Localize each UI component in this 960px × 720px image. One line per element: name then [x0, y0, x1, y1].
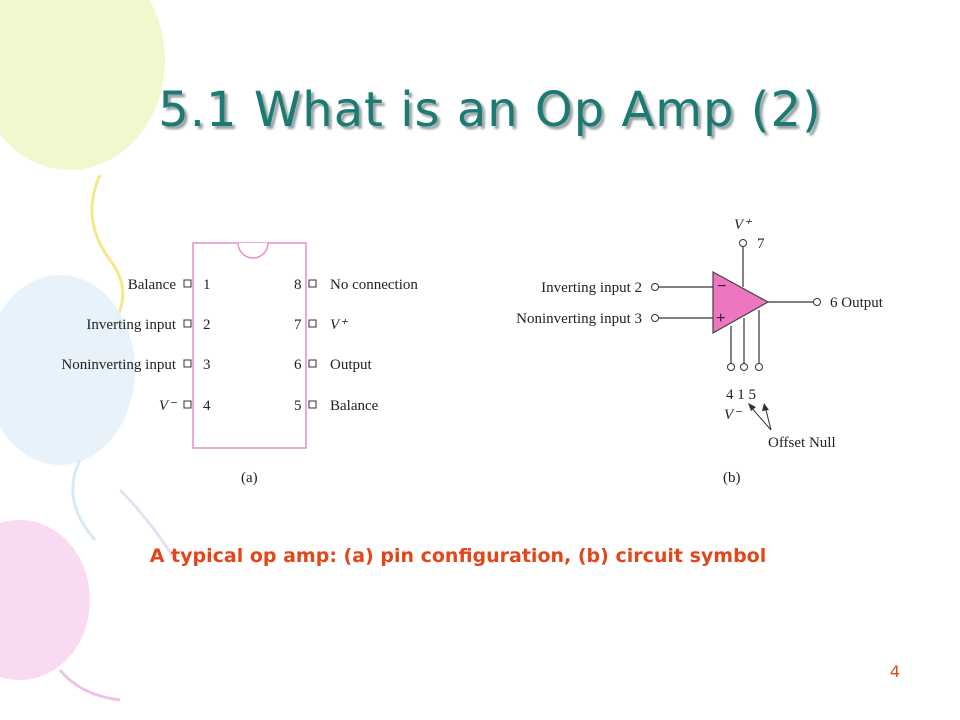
noninverting-input-label: Noninverting input 3	[516, 311, 642, 327]
balloon-pink-icon	[0, 520, 121, 702]
pin-number-1: 1	[203, 277, 211, 293]
pin-label-8: No connection	[330, 277, 418, 293]
pin-square-8	[308, 279, 317, 288]
noninverting-terminal	[651, 314, 659, 322]
pin-square-2	[183, 319, 192, 328]
offset-arrow-left-head-icon	[748, 403, 756, 411]
pin-label-4: V⁻	[159, 398, 177, 414]
pin-number-6: 6	[294, 357, 302, 373]
pin5-terminal	[755, 363, 763, 371]
vplus-terminal	[739, 239, 747, 247]
pin-label-5: Balance	[330, 398, 379, 414]
pin-label-1: Balance	[128, 277, 177, 293]
pin-number-8: 8	[294, 277, 302, 293]
inverting-terminal	[651, 283, 659, 291]
circuit-symbol-diagram: V⁺ 7 − + Inverting input 2 Noninverting …	[516, 217, 884, 486]
pin-square-4	[183, 400, 192, 409]
pin4-terminal	[727, 363, 735, 371]
pin-configuration-diagram: Balance Inverting input Noninverting inp…	[61, 242, 418, 486]
pin-number-3: 3	[203, 357, 211, 373]
pin-square-3	[183, 359, 192, 368]
figure-caption: A typical op amp: (a) pin configuration,…	[149, 545, 767, 567]
symbol-diagram-label: (b)	[723, 470, 741, 486]
pin-square-6	[308, 359, 317, 368]
pin-label-7: V⁺	[330, 317, 348, 333]
inverting-input-label: Inverting input 2	[541, 280, 642, 296]
pin-label-2: Inverting input	[86, 317, 176, 333]
vminus-label: V⁻	[724, 407, 742, 423]
pin-square-1	[183, 279, 192, 288]
vplus-pin-number: 7	[757, 236, 765, 252]
slide-title: 5.1 What is an Op Amp (2)	[158, 82, 822, 138]
pin-number-4: 4	[203, 398, 211, 414]
opamp-triangle-icon	[712, 270, 770, 335]
chip-body	[192, 242, 307, 449]
chip-notch	[237, 242, 269, 259]
pin-number-5: 5	[294, 398, 302, 414]
pin-square-7	[308, 319, 317, 328]
pin-number-2: 2	[203, 317, 211, 333]
pin-label-6: Output	[330, 357, 373, 373]
bottom-pin-numbers: 4 1 5	[726, 387, 756, 403]
pin-number-7: 7	[294, 317, 302, 333]
pin-square-5	[308, 400, 317, 409]
offset-arrow-right-head-icon	[762, 403, 769, 411]
pin1-terminal	[740, 363, 748, 371]
opamp-plus-sign: +	[716, 310, 725, 327]
offset-arrow-left	[749, 405, 772, 431]
pin-label-3: Noninverting input	[61, 357, 176, 373]
ribbon-string-icon	[118, 488, 177, 561]
balloon-blue-icon	[0, 275, 135, 541]
pin-diagram-label: (a)	[241, 470, 258, 486]
output-terminal	[813, 298, 821, 306]
vplus-label: V⁺	[734, 217, 752, 233]
output-label: 6 Output	[830, 295, 884, 311]
opamp-minus-sign: −	[717, 278, 726, 295]
offset-null-label: Offset Null	[768, 435, 836, 451]
page-number: 4	[889, 662, 901, 681]
